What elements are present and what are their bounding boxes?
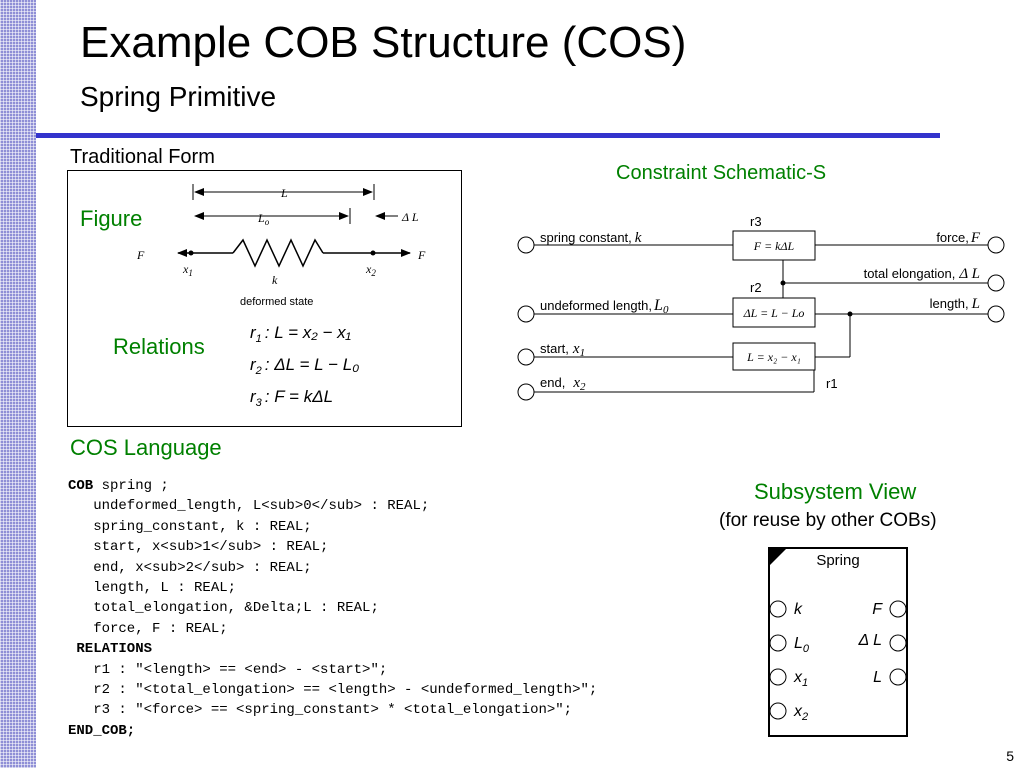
svg-text:L: L xyxy=(873,669,882,686)
code-line: end, x<sub>2</sub> : REAL; xyxy=(68,559,312,576)
code-line: total_elongation, &Delta;L : REAL; xyxy=(68,600,379,617)
constraint-schematic: F = kΔL ΔL = L − Lo L = x₂ − x₁ r3 r2 r1… xyxy=(517,214,1005,401)
port-spring-constant xyxy=(517,236,535,254)
constraint-schematic-heading: Constraint Schematic-S xyxy=(616,162,827,184)
code-line: r2 : "<total_elongation> == <length> - <… xyxy=(68,682,598,699)
svg-text:k: k xyxy=(794,601,803,618)
svg-text:Δ L: Δ L xyxy=(858,632,882,649)
port-undeformed-length xyxy=(517,305,535,323)
port-end xyxy=(517,383,535,401)
traditional-form-heading: Traditional Form xyxy=(70,146,215,168)
code-line: RELATIONS xyxy=(68,641,153,658)
label-length: length,L xyxy=(930,296,980,312)
code-line: undeformed_length, L<sub>0</sub> : REAL; xyxy=(68,498,430,515)
relation-box-r1 xyxy=(732,342,816,371)
port-start xyxy=(517,348,535,366)
label-start: start,x1 xyxy=(540,341,585,359)
eq-r3: F = kΔL xyxy=(753,239,795,253)
label-r1: r1 xyxy=(826,376,838,391)
fig-L-label: L xyxy=(280,186,288,200)
figure-label: Figure xyxy=(80,206,143,231)
fig-x1-label: x1 xyxy=(182,262,193,278)
slide-subtitle: Spring Primitive xyxy=(80,81,277,112)
fig-Lo-label: Lo xyxy=(257,211,270,227)
page-number: 5 xyxy=(1006,748,1014,764)
traditional-form-box xyxy=(67,170,462,427)
subsystem-corner-mark xyxy=(769,548,787,566)
code-line: length, L : REAL; xyxy=(68,580,237,597)
subsystem-name: Spring xyxy=(816,552,859,569)
code-line: spring_constant, k : REAL; xyxy=(68,518,312,535)
label-spring-constant: spring constant,k xyxy=(540,230,642,246)
cos-code-listing: COB spring ; undeformed_length, L<sub>0<… xyxy=(68,476,597,741)
fig-k-label: k xyxy=(272,273,278,287)
sub-port-L xyxy=(889,668,907,686)
relations-label: Relations xyxy=(113,334,205,359)
relation-r1: r1: L = x₂ − x₁ xyxy=(250,323,351,345)
eq-r2: ΔL = L − Lo xyxy=(743,306,805,320)
code-line: END_COB; xyxy=(68,722,136,739)
fig-caption: deformed state xyxy=(240,296,313,308)
sub-port-x1 xyxy=(769,668,787,686)
label-force: force,F xyxy=(936,230,981,246)
relation-box-r3 xyxy=(732,230,816,261)
sub-port-x2 xyxy=(769,702,787,720)
relations-list: r1: L = x₂ − x₁ r2: ΔL = L − L₀ r3: F = … xyxy=(250,323,359,409)
sub-port-k xyxy=(769,600,787,618)
subsystem-block xyxy=(768,547,908,737)
label-total-elongation: total elongation,Δ L xyxy=(864,266,980,282)
fig-F-left: F xyxy=(136,248,145,262)
sub-port-F xyxy=(889,600,907,618)
fig-x2-label: x2 xyxy=(365,262,376,278)
relation-r2: r2: ΔL = L − L₀ xyxy=(250,355,359,377)
svg-text:L0: L0 xyxy=(794,635,810,655)
relation-box-r2 xyxy=(732,297,816,328)
eq-r1: L = x₂ − x₁ xyxy=(746,350,801,364)
code-line: force, F : REAL; xyxy=(68,620,228,637)
spring-zigzag xyxy=(232,238,324,268)
subsystem-view-heading: Subsystem View xyxy=(754,479,917,504)
decorative-sidebar xyxy=(0,0,36,768)
svg-text:x1: x1 xyxy=(793,669,808,689)
sub-port-dL xyxy=(889,634,907,652)
code-line: r3 : "<force> == <spring_constant> * <to… xyxy=(68,702,573,719)
port-length xyxy=(987,305,1005,323)
sub-port-L0 xyxy=(769,634,787,652)
port-force xyxy=(987,236,1005,254)
label-end: end,x2 xyxy=(540,375,586,393)
fig-F-right: F xyxy=(417,248,426,262)
svg-text:F: F xyxy=(872,601,883,618)
cos-language-heading: COS Language xyxy=(70,435,222,460)
slide-title: Example COB Structure (COS) xyxy=(80,18,687,67)
title-divider xyxy=(36,133,940,138)
fig-dL-label: Δ L xyxy=(401,210,419,224)
subsystem-view-subheading: (for reuse by other COBs) xyxy=(719,510,937,531)
svg-text:x2: x2 xyxy=(793,703,808,723)
code-line: r1 : "<length> == <end> - <start>"; xyxy=(68,661,388,678)
port-total-elongation xyxy=(987,274,1005,292)
code-line: start, x<sub>1</sub> : REAL; xyxy=(68,539,329,556)
subsystem-view: Spring k L0 x1 x2 F Δ L L xyxy=(768,547,908,737)
spring-figure: L Lo Δ L F F x1 x2 k deformed state xyxy=(136,184,426,308)
code-line: COB spring ; xyxy=(68,478,169,494)
label-r3: r3 xyxy=(750,214,762,229)
label-r2: r2 xyxy=(750,280,762,295)
label-undeformed-length: undeformed length,L0 xyxy=(540,297,669,316)
relation-r3: r3: F = kΔL xyxy=(250,387,333,409)
